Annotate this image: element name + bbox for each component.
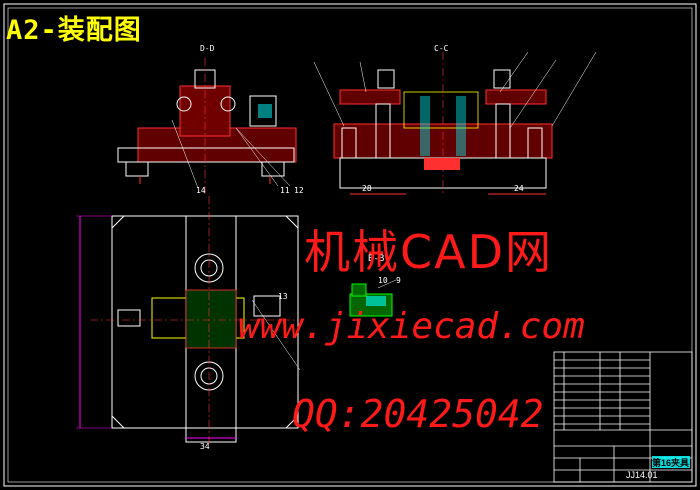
section-label-cc: C-C <box>434 44 449 53</box>
part-number-label: 11 <box>280 186 290 195</box>
part-number-label: 14 <box>196 186 206 195</box>
part-number-label: 9 <box>396 276 401 285</box>
watermark-qq: QQ:20425042 <box>292 392 544 436</box>
section-label-dd: D-D <box>200 44 215 53</box>
front-section-view-left <box>117 58 297 196</box>
title-block <box>553 351 693 483</box>
section-b-detail <box>349 279 397 317</box>
dimension-label: 28 <box>362 184 372 193</box>
drawing-outer-border <box>3 3 697 487</box>
part-number-label: 13 <box>278 292 288 301</box>
plan-view <box>76 196 301 444</box>
dimension-label: 34 <box>200 442 210 451</box>
title-block-code: JJ14.01 <box>626 470 658 480</box>
drawing-inner-border <box>7 7 693 483</box>
dimension-label: 24 <box>514 184 524 193</box>
part-number-label: 12 <box>294 186 304 195</box>
title-block-drawing-name: 第16夹具 <box>652 458 690 468</box>
watermark-site-name: 机械CAD网 <box>304 225 554 279</box>
section-label-bb: B-B <box>368 254 385 264</box>
front-section-view-right <box>313 51 597 196</box>
part-number-label: 10 <box>378 276 388 285</box>
watermark-url: www.jixiecad.com <box>238 306 585 347</box>
drawing-title: A2-装配图 <box>6 15 142 46</box>
